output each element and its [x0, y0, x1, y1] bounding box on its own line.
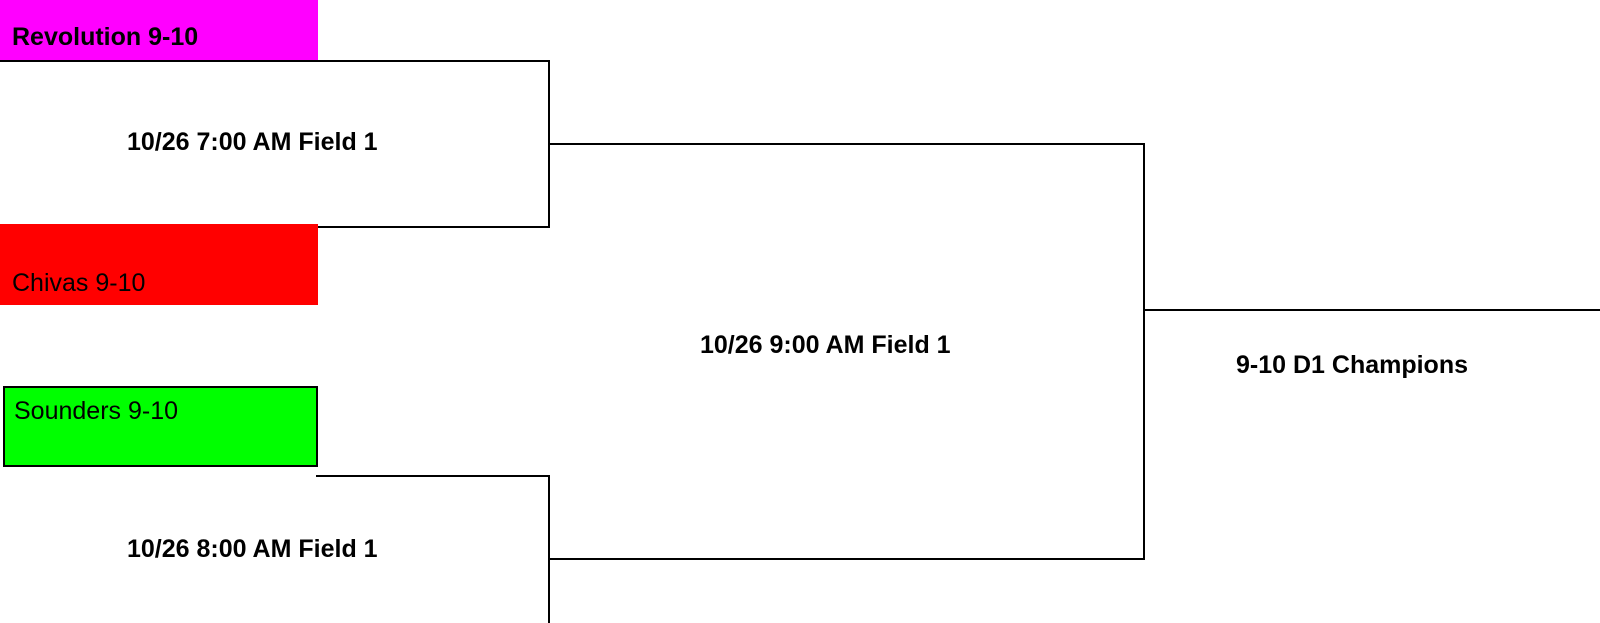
team-sounders: Sounders 9-10	[3, 386, 318, 467]
semifinal-2-label: 10/26 8:00 AM Field 1	[127, 535, 378, 563]
semifinal-1-label: 10/26 7:00 AM Field 1	[127, 128, 378, 156]
team-revolution: Revolution 9-10	[0, 0, 318, 60]
semifinal-2-bracket-line	[316, 475, 550, 623]
champion-label: 9-10 D1 Champions	[1236, 351, 1469, 379]
final-label: 10/26 9:00 AM Field 1	[700, 331, 951, 359]
team-chivas: Chivas 9-10	[0, 224, 318, 305]
final-bracket-line	[549, 143, 1145, 560]
